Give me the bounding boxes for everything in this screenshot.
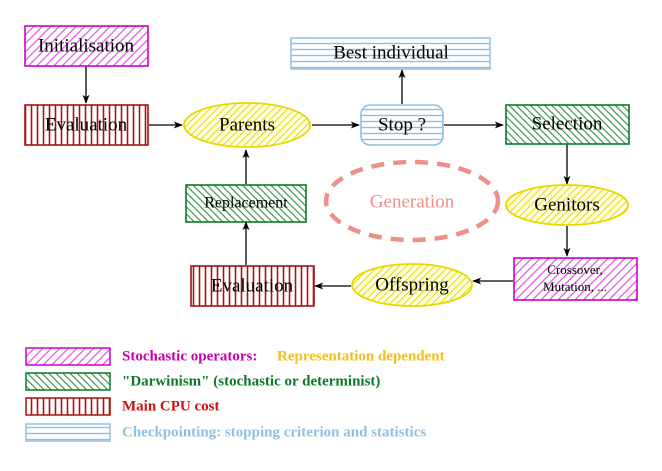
node-evaluation-top-label: Evaluation — [45, 114, 128, 135]
legend: Stochastic operators: Representation dep… — [25, 347, 445, 442]
node-evaluation-bottom-label: Evaluation — [211, 275, 294, 296]
legend-item-main-cpu-cost: Main CPU cost — [25, 397, 220, 416]
edge-group — [82, 66, 571, 290]
node-parents[interactable]: Parents — [183, 102, 311, 148]
legend-swatch-green-hatch — [25, 372, 111, 391]
node-replacement[interactable]: Replacement — [185, 184, 307, 223]
node-evaluation-bottom[interactable]: Evaluation — [190, 265, 315, 307]
node-selection-label: Selection — [532, 113, 603, 134]
legend-swatch-blue-horizontal — [25, 423, 111, 442]
node-crossover-mutation[interactable]: Crossover, Mutation, ... — [513, 257, 638, 301]
node-generation-label: Generation — [370, 191, 455, 212]
legend-swatch-red-vertical — [25, 397, 111, 416]
node-initialisation[interactable]: Initialisation — [24, 25, 149, 67]
node-stop[interactable]: Stop ? — [360, 104, 444, 146]
node-genitors[interactable]: Genitors — [505, 184, 629, 226]
node-generation: Generation — [323, 159, 501, 243]
legend-label-main-cpu-cost: Main CPU cost — [122, 398, 220, 414]
node-stop-label: Stop ? — [378, 114, 426, 135]
node-best-individual[interactable]: Best individual — [290, 37, 491, 70]
node-replacement-label: Replacement — [204, 195, 288, 212]
legend-item-stochastic-operators: Stochastic operators: Representation dep… — [25, 347, 445, 366]
node-offspring-label: Offspring — [375, 274, 449, 295]
node-evaluation-top[interactable]: Evaluation — [24, 104, 149, 146]
legend-label-darwinism: "Darwinism" (stochastic or determinist) — [122, 373, 380, 389]
legend-item-checkpointing: Checkpointing: stopping criterion and st… — [25, 423, 426, 442]
legend-swatch-magenta-hatch — [25, 347, 111, 366]
legend-label-stochastic-operators: Stochastic operators: — [122, 348, 257, 364]
node-crossover-label-line1: Crossover, — [547, 262, 602, 277]
node-best-individual-label: Best individual — [333, 42, 449, 63]
node-crossover-label-line2: Mutation, ... — [543, 279, 607, 294]
node-parents-label: Parents — [219, 114, 275, 135]
legend-label-checkpointing: Checkpointing: stopping criterion and st… — [122, 424, 426, 440]
node-selection[interactable]: Selection — [505, 104, 630, 145]
node-initialisation-label: Initialisation — [38, 35, 135, 56]
legend-item-darwinism: "Darwinism" (stochastic or determinist) — [25, 372, 380, 391]
node-offspring[interactable]: Offspring — [351, 263, 473, 307]
legend-label-representation-dependent: Representation dependent — [277, 348, 445, 364]
node-genitors-label: Genitors — [534, 194, 599, 215]
